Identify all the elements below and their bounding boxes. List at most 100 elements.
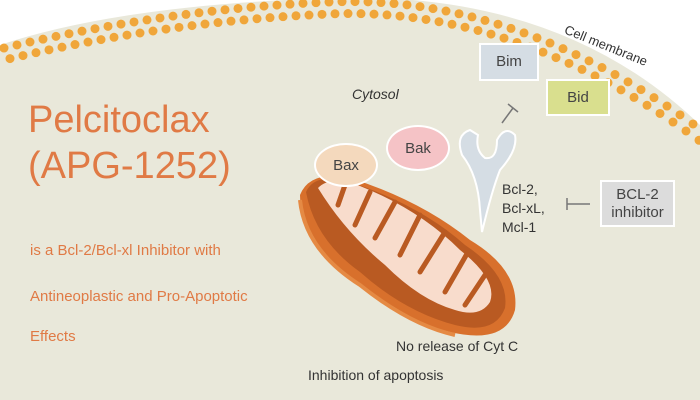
lipid-dot: [12, 40, 22, 50]
lipid-dot: [103, 21, 113, 31]
lipid-dot: [252, 14, 262, 24]
bax-oval: Bax: [314, 143, 378, 187]
lipid-dot: [122, 30, 132, 40]
lipid-dot: [246, 2, 256, 12]
lipid-dot: [25, 37, 35, 47]
lipid-dot: [694, 135, 700, 145]
lipid-dot: [96, 35, 106, 45]
lipid-dot: [220, 5, 230, 15]
lipid-dot: [109, 32, 119, 42]
lipid-dot: [434, 17, 444, 27]
lipid-dot: [5, 54, 15, 64]
lipid-dot: [415, 2, 425, 12]
lipid-dot: [649, 93, 659, 103]
lipid-dot: [233, 3, 243, 13]
lipid-dot: [207, 6, 217, 16]
lipid-dot: [194, 8, 204, 18]
lipid-dot: [597, 63, 607, 73]
lipid-dot: [675, 110, 685, 120]
lipid-dot: [265, 13, 275, 23]
description-line: Effects: [30, 328, 76, 345]
lipid-dot: [324, 0, 334, 7]
lipid-dot: [447, 19, 457, 29]
lipid-dot: [519, 28, 529, 38]
lipid-dot: [363, 0, 373, 7]
lipid-dot: [545, 38, 555, 48]
lipid-dot: [382, 10, 392, 20]
lipid-dot: [142, 15, 152, 25]
lipid-dot: [77, 26, 87, 36]
cytosol-label: Cytosol: [352, 86, 399, 102]
lipid-dot: [350, 0, 360, 7]
lipid-dot: [538, 47, 548, 57]
lipid-dot: [83, 37, 93, 47]
lipid-dot: [200, 19, 210, 29]
bcl2-protein-icon: [458, 128, 517, 233]
lipid-dot: [616, 85, 626, 95]
cell-membrane-icon: [0, 0, 700, 145]
lipid-dot: [0, 43, 9, 53]
description-line: is a Bcl-2/Bcl-xl Inhibitor with: [30, 242, 221, 259]
lipid-dot: [480, 15, 490, 25]
lipid-dot: [454, 9, 464, 19]
lipid-dot: [330, 9, 340, 19]
lipid-dot: [343, 9, 353, 19]
lipid-dot: [636, 85, 646, 95]
lipid-dot: [421, 14, 431, 24]
lipid-dot: [486, 29, 496, 39]
lipid-dot: [564, 58, 574, 68]
lipid-dot: [44, 45, 54, 55]
bcl2-inhibitor-box: BCL-2 inhibitor: [600, 180, 675, 227]
drug-code: (APG-1252): [28, 145, 231, 187]
lipid-dot: [662, 101, 672, 111]
lipid-dot: [116, 19, 126, 29]
lipid-dot: [57, 42, 67, 52]
lipid-dot: [499, 33, 509, 43]
lipid-dot: [577, 64, 587, 74]
bcl-family-label: Bcl-2, Bcl-xL, Mcl-1: [502, 181, 545, 235]
lipid-dot: [376, 0, 386, 8]
lipid-dot: [395, 11, 405, 21]
lipid-dot: [610, 70, 620, 80]
no-release-label: No release of Cyt C: [396, 338, 519, 354]
lipid-dot: [389, 0, 399, 9]
lipid-dot: [460, 22, 470, 32]
lipid-dot: [70, 40, 80, 50]
lipid-dot: [473, 25, 483, 35]
description-line: Antineoplastic and Pro-Apoptotic: [30, 288, 248, 305]
lipid-dot: [317, 9, 327, 19]
lipid-dot: [506, 23, 516, 33]
lipid-dot: [64, 29, 74, 39]
lipid-dot: [181, 9, 191, 19]
lipid-dot: [51, 31, 61, 41]
lipid-dot: [571, 50, 581, 60]
lipid-dot: [18, 51, 28, 61]
lipid-dot: [129, 17, 139, 27]
inhibit-arrow-icon: [566, 198, 590, 210]
lipid-dot: [135, 28, 145, 38]
lipid-dot: [493, 19, 503, 29]
lipid-dot: [668, 117, 678, 127]
lipid-dot: [623, 77, 633, 87]
lipid-dot: [285, 0, 295, 9]
lipid-dot: [441, 6, 451, 16]
lipid-dot: [629, 92, 639, 102]
lipid-dot: [311, 0, 321, 8]
lipid-dot: [369, 9, 379, 19]
lipid-dot: [655, 108, 665, 118]
bid-box: Bid: [546, 79, 610, 116]
drug-name: Pelcitoclax: [28, 99, 210, 141]
lipid-dot: [337, 0, 347, 7]
lipid-dot: [31, 48, 41, 58]
lipid-dot: [584, 56, 594, 66]
extracellular-space: [0, 0, 700, 125]
lipid-dot: [259, 1, 269, 11]
lipid-dot: [532, 33, 542, 43]
lipid-dot: [168, 11, 178, 21]
lipid-dot: [291, 11, 301, 21]
lipid-dot: [161, 24, 171, 34]
lipid-dot: [272, 0, 282, 10]
lipid-dot: [304, 10, 314, 20]
